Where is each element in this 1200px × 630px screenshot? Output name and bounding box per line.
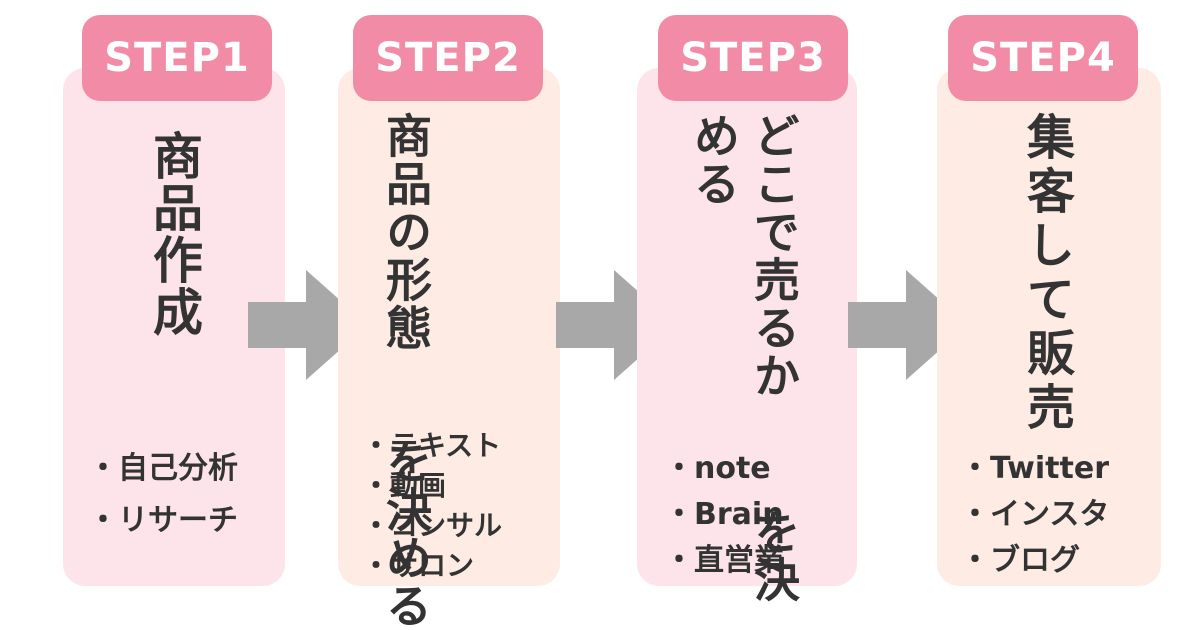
list-item: コンサル [362,506,502,546]
arrow-right-icon [248,270,368,380]
list-item: ブログ [960,538,1109,584]
step3-tab: STEP3 [658,15,848,101]
list-item: note [664,446,784,492]
list-item: テキスト [362,426,502,466]
step1-tab: STEP1 [82,15,272,101]
list-item: 自己分析 [88,443,238,495]
step4-items: Twitter インスタ ブログ [960,446,1109,584]
list-item: Brain [664,492,784,538]
step3-title-line: どこで売るか [747,112,801,400]
step2-tab: STEP2 [353,15,543,101]
step1-title-line: 商品作成 [145,130,203,338]
step2-items: テキスト 動画 コンサル サロン [362,426,502,586]
step1-title: 商品作成 [143,130,205,338]
list-item: リサーチ [88,495,238,547]
arrow-right-icon [848,270,968,380]
list-item: 動画 [362,466,502,506]
list-item: 直営業 [664,538,784,584]
list-item: インスタ [960,492,1109,538]
step4-title: 集客して販売 [1016,112,1076,436]
step2-title-line: 商品の形態 [379,112,433,352]
step4-title-line: 集客して販売 [1018,112,1074,436]
arrow-right-icon [556,270,676,380]
list-item: Twitter [960,446,1109,492]
step1-items: 自己分析 リサーチ [88,443,238,547]
list-item: サロン [362,546,502,586]
step4-tab: STEP4 [948,15,1138,101]
step3-items: note Brain 直営業 [664,446,784,584]
